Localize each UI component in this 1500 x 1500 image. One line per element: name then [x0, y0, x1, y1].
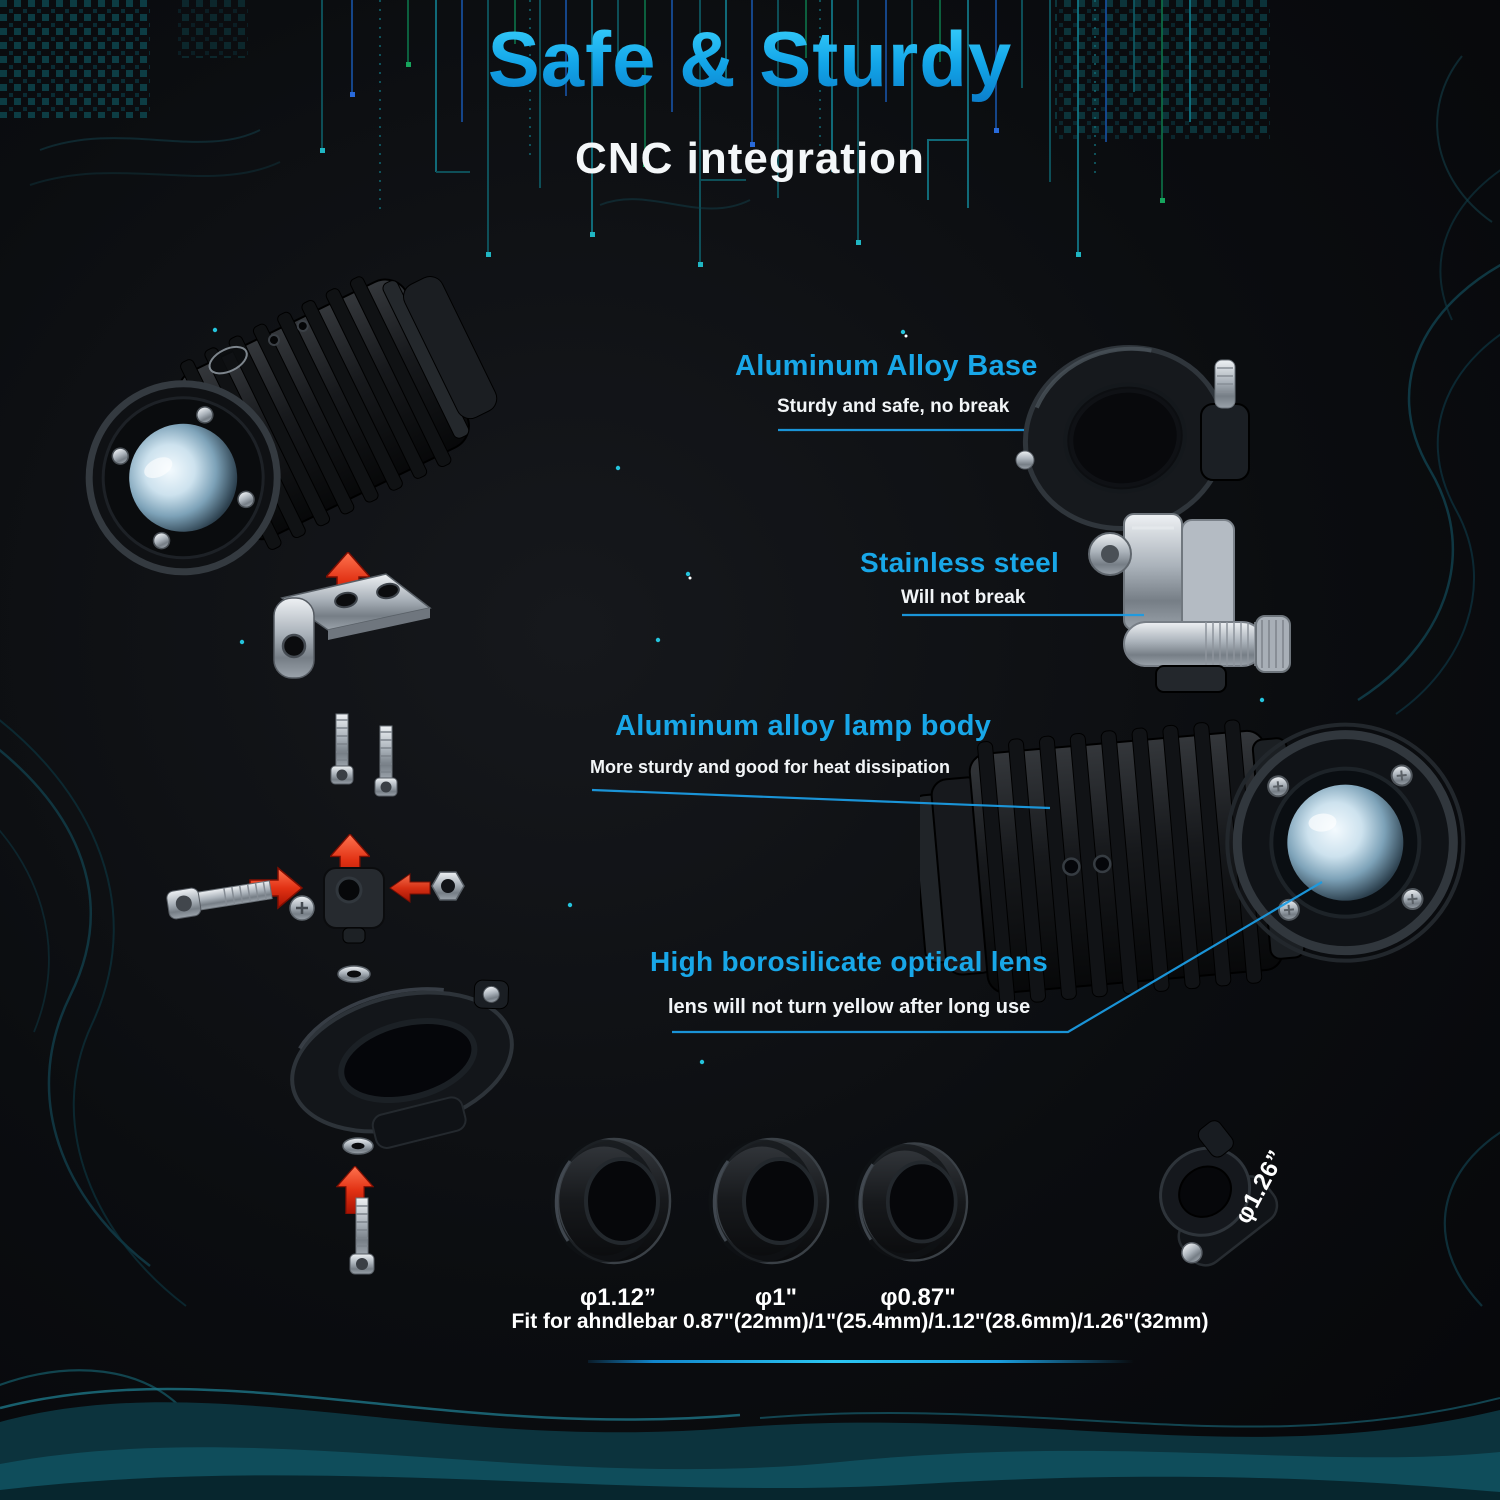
spacer-label-2: φ1"	[755, 1284, 797, 1311]
bottom-waves	[0, 1387, 1500, 1500]
callout-title-body: Aluminum alloy lamp body	[615, 710, 992, 742]
divider-line	[588, 1360, 1134, 1363]
socket-screws	[330, 713, 398, 797]
washer-screw	[289, 895, 315, 921]
callout-title-steel: Stainless steel	[860, 547, 1060, 578]
mini-clamp-illustration	[1159, 1120, 1279, 1267]
fit-note: Fit for ahndlebar 0.87"(22mm)/1"(25.4mm)…	[511, 1310, 1209, 1333]
mount-bracket	[273, 573, 432, 679]
callout-desc-lens: lens will not turn yellow after long use	[668, 996, 1031, 1018]
projector-lens	[129, 423, 238, 532]
brand-badge	[208, 345, 248, 375]
callout-desc-steel: Will not break	[901, 587, 1026, 608]
callout-desc-base: Sturdy and safe, no break	[777, 396, 1010, 417]
spacer-ring-2-illustration	[706, 1125, 846, 1275]
projector-lens	[1287, 784, 1404, 901]
handlebar-clamp	[290, 979, 514, 1149]
bottom-bolt	[349, 1197, 375, 1275]
circuit-traces	[320, 0, 1191, 267]
pivot-bolt-head	[1088, 532, 1132, 576]
spacer-label-3: φ0.87"	[880, 1284, 956, 1311]
bezel-screws	[111, 406, 255, 550]
washer-top	[337, 965, 371, 983]
pivot-adapter	[249, 866, 465, 944]
hex-nut	[431, 871, 465, 901]
exploded-assembly-illustration	[85, 276, 514, 1275]
clamp-base	[1015, 345, 1250, 531]
red-arrow-left-icon	[389, 873, 431, 903]
spacer-ring-3-illustration	[852, 1130, 984, 1272]
callout-title-base: Aluminum Alloy Base	[735, 350, 1038, 382]
page-subtitle: CNC integration	[575, 134, 925, 183]
spotlight-unit-small	[85, 276, 498, 576]
washer-bottom	[342, 1137, 374, 1155]
scatter-dots	[212, 327, 1265, 1065]
pivot-bracket	[1088, 513, 1291, 693]
callout-desc-body: More sturdy and good for heat dissipatio…	[590, 757, 951, 777]
heatsink-fins	[180, 276, 452, 550]
spacer-label-1: φ1.12”	[580, 1284, 656, 1311]
spacer-ring-1-illustration	[548, 1125, 688, 1275]
page-title: Safe & Sturdy	[0, 14, 1500, 105]
long-bolt	[166, 880, 273, 920]
callout-title-lens: High borosilicate optical lens	[650, 946, 1048, 977]
